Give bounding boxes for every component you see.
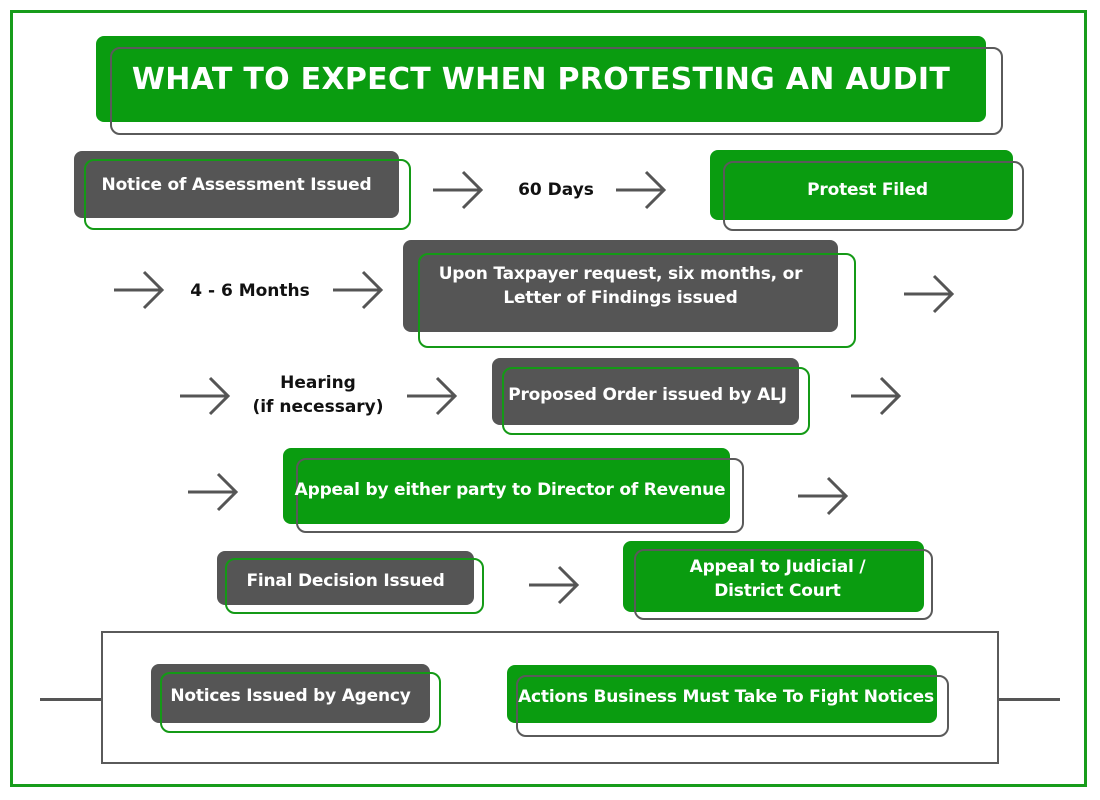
timing-sixty-days: 60 Days	[518, 180, 594, 200]
step-proposed-order-label: Proposed Order issued by ALJ	[508, 385, 787, 405]
step-appeal-court-label: Appeal to Judicial / District Court	[627, 543, 928, 615]
step-letter-of-findings-line1: Upon Taxpayer request, six months, or	[438, 264, 803, 284]
arrow-right-icon	[112, 268, 166, 312]
legend-business-swatch	[507, 665, 937, 723]
timing-hearing: Hearing (if necessary)	[248, 371, 388, 419]
legend-connector-right	[998, 698, 1060, 701]
legend	[101, 631, 999, 764]
step-notice-of-assessment-label: Notice of Assessment Issued	[101, 174, 372, 195]
legend-agency-outline	[160, 672, 441, 733]
step-protest-filed-outline	[723, 161, 1024, 231]
step-protest-filed-label: Protest Filed	[807, 180, 928, 200]
step-letter-of-findings-label: Upon Taxpayer request, six months, or Le…	[403, 246, 838, 326]
legend-agency-label: Notices Issued by Agency	[170, 686, 411, 706]
legend-connector-left	[40, 698, 102, 701]
step-appeal-court-outline	[634, 549, 933, 620]
arrow-right-icon	[178, 374, 232, 418]
step-notice-of-assessment-outline	[84, 159, 411, 230]
step-letter-of-findings-line2: Letter of Findings issued	[503, 288, 738, 308]
step-appeal-director	[283, 448, 730, 524]
step-final-decision	[217, 551, 474, 605]
title-banner	[96, 36, 986, 122]
page-title: WHAT TO EXPECT WHEN PROTESTING AN AUDIT	[131, 62, 951, 97]
arrow-right-icon	[849, 374, 903, 418]
title-banner-outline	[110, 47, 1003, 135]
timing-hearing-line1: Hearing	[280, 373, 356, 393]
step-letter-of-findings	[403, 240, 838, 332]
diagram-frame	[10, 10, 1087, 787]
step-letter-of-findings-outline	[418, 253, 856, 348]
arrow-right-icon	[796, 474, 850, 518]
arrow-right-icon	[331, 268, 385, 312]
step-final-decision-label: Final Decision Issued	[246, 571, 445, 591]
arrow-right-icon	[902, 272, 956, 316]
timing-hearing-line2: (if necessary)	[252, 397, 384, 417]
legend-business-label: Actions Business Must Take To Fight Noti…	[518, 687, 934, 707]
step-notice-of-assessment	[74, 151, 399, 218]
timing-four-six-months: 4 - 6 Months	[190, 281, 310, 301]
arrow-right-icon	[527, 563, 581, 607]
step-appeal-court	[623, 541, 924, 612]
arrow-right-icon	[405, 374, 459, 418]
arrow-right-icon	[186, 470, 240, 514]
arrow-right-icon	[614, 168, 668, 212]
step-appeal-director-outline	[296, 458, 744, 533]
step-proposed-order	[492, 358, 799, 425]
step-final-decision-outline	[225, 558, 484, 614]
step-appeal-court-line2: District Court	[714, 581, 841, 601]
step-appeal-court-line1: Appeal to Judicial /	[689, 557, 866, 577]
arrow-right-icon	[431, 168, 485, 212]
step-appeal-director-label: Appeal by either party to Director of Re…	[294, 480, 726, 500]
legend-business-outline	[516, 675, 949, 737]
step-proposed-order-outline	[502, 367, 810, 435]
